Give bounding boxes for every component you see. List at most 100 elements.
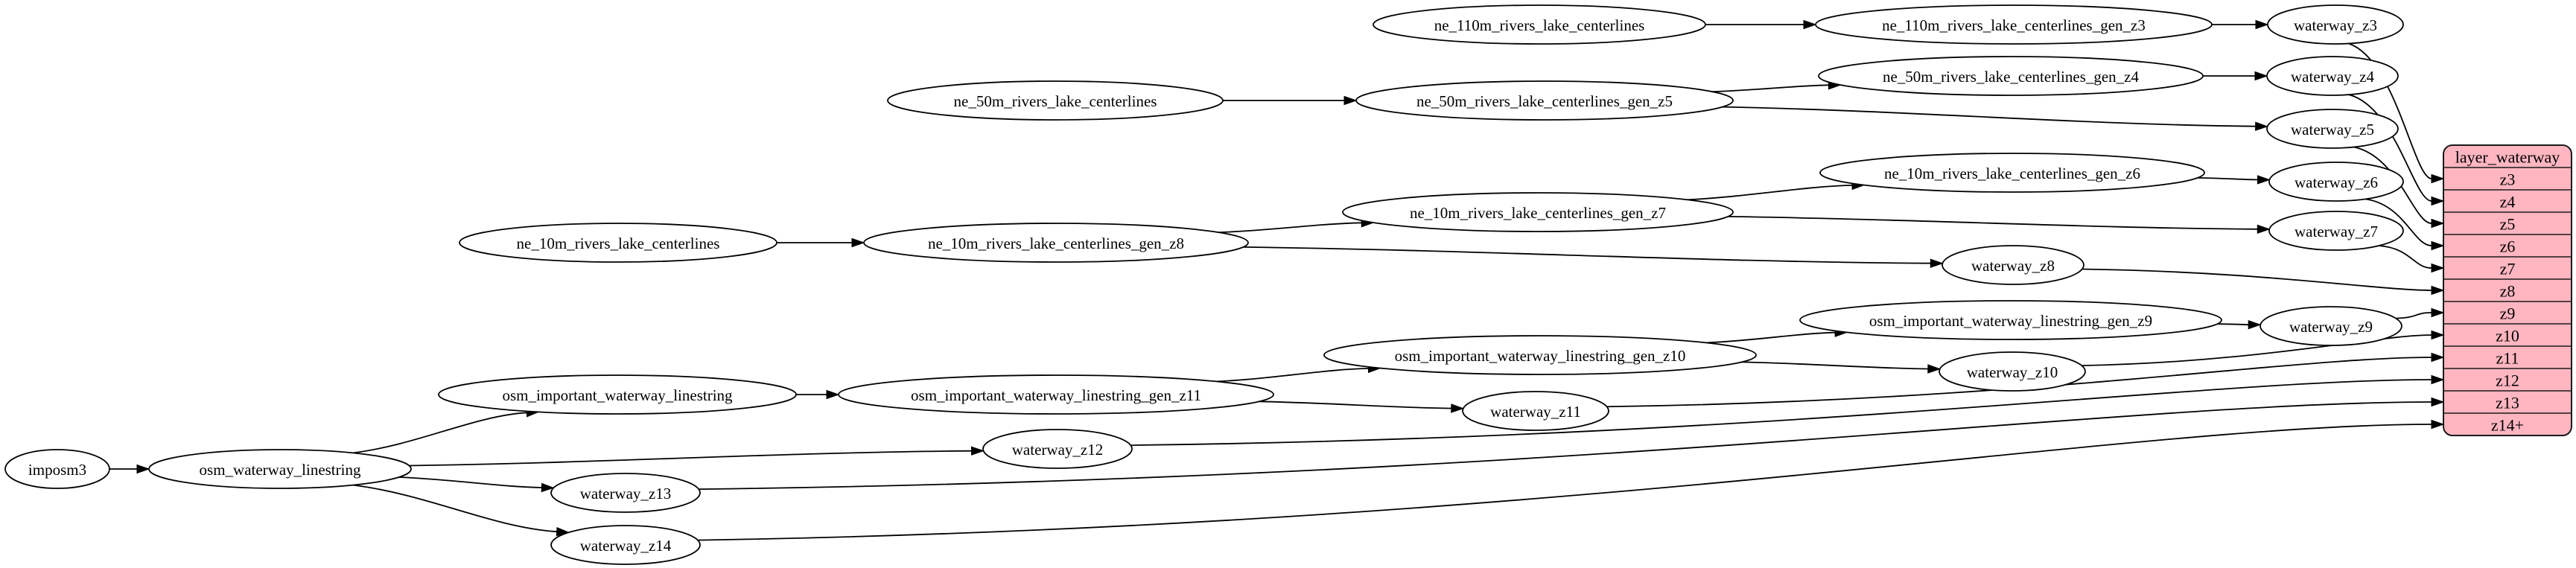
node-shape: [438, 374, 797, 415]
edge-osm-important-waterway-linestring-gen-z11-to-osm-important-waterway-linestring-gen-z10: [1216, 368, 1369, 383]
edge-waterway-z4-to-record-z4: [2349, 94, 2432, 202]
arrowhead-icon: [2255, 121, 2269, 131]
record-row-z7: z7: [2500, 260, 2516, 278]
node-label: waterway_z8: [1971, 257, 2055, 275]
node-ne-50m-rivers-lake-centerlines: ne_50m_rivers_lake_centerlines: [887, 80, 1224, 121]
node-label: ne_10m_rivers_lake_centerlines_gen_z8: [928, 234, 1184, 252]
node-osm-important-waterway-linestring-gen-z9: osm_important_waterway_linestring_gen_z9: [1799, 300, 2222, 340]
edge-waterway-z3-to-record-z3: [2348, 42, 2432, 179]
edge-waterway-z6-to-record-z6: [2365, 198, 2432, 246]
arrowhead-icon: [2431, 263, 2445, 273]
arrowhead-icon: [2254, 71, 2268, 81]
node-shape: [2266, 56, 2399, 96]
arrowhead-icon: [2431, 397, 2445, 407]
arrowhead-icon: [2255, 19, 2269, 30]
edge-osm-waterway-linestring-to-waterway-z13: [398, 476, 542, 488]
arrowhead-icon: [2431, 352, 2445, 363]
edge-osm-waterway-linestring-to-waterway-z14: [353, 484, 557, 533]
arrowhead-icon: [2257, 224, 2271, 234]
edge-waterway-z9-to-record-z9: [2396, 312, 2432, 319]
node-shape: [1342, 192, 1734, 232]
node-label: ne_10m_rivers_lake_centerlines: [517, 234, 720, 252]
node-waterway-z9: waterway_z9: [2259, 306, 2402, 346]
node-shape: [2266, 109, 2399, 149]
node-shape: [887, 80, 1224, 121]
arrowhead-icon: [1927, 364, 1941, 374]
node-imposm3: imposm3: [4, 449, 110, 489]
node-shape: [459, 223, 777, 263]
edge-waterway-z14-to-record-z14plus: [697, 424, 2432, 541]
node-osm-important-waterway-linestring-gen-z11: osm_important_waterway_linestring_gen_z1…: [838, 374, 1274, 415]
node-ne-50m-rivers-lake-centerlines-gen-z5: ne_50m_rivers_lake_centerlines_gen_z5: [1355, 80, 1734, 121]
node-label: ne_50m_rivers_lake_centerlines_gen_z4: [1883, 68, 2140, 86]
record-row-z6: z6: [2500, 237, 2516, 256]
arrowhead-icon: [2431, 374, 2445, 385]
node-shape: [838, 374, 1274, 415]
node-label: waterway_z7: [2294, 223, 2378, 240]
edge-waterway-z13-to-record-z13: [699, 401, 2432, 490]
arrowhead-icon: [2248, 319, 2262, 330]
node-shape: [148, 449, 412, 489]
edge-ne-10m-rivers-lake-centerlines-gen-z6-to-waterway-z6: [2197, 177, 2258, 181]
edge-osm-waterway-linestring-to-waterway-z12: [409, 450, 972, 467]
arrowhead-icon: [2431, 218, 2445, 229]
node-shape: [1815, 4, 2213, 45]
record-row-z5: z5: [2500, 215, 2516, 234]
arrowhead-icon: [1343, 95, 1358, 106]
arrowhead-icon: [136, 464, 150, 474]
arrowhead-icon: [826, 389, 840, 400]
node-label: imposm3: [28, 461, 86, 479]
node-shape: [550, 525, 701, 565]
arrowhead-icon: [1451, 403, 1465, 413]
node-ne-10m-rivers-lake-centerlines-gen-z7: ne_10m_rivers_lake_centerlines_gen_z7: [1342, 192, 1734, 232]
record-row-z10: z10: [2496, 327, 2519, 345]
edge-waterway-z11-to-record-z11: [1606, 357, 2432, 408]
node-shape: [863, 223, 1249, 263]
node-label: waterway_z3: [2294, 16, 2377, 34]
arrowhead-icon: [2431, 285, 2445, 296]
node-shape: [2268, 211, 2404, 251]
node-label: ne_10m_rivers_lake_centerlines_gen_z6: [1884, 165, 2140, 182]
record-row-z9: z9: [2500, 304, 2516, 323]
node-waterway-z3: waterway_z3: [2267, 4, 2404, 45]
node-shape: [2267, 4, 2404, 45]
node-osm-waterway-linestring: osm_waterway_linestring: [148, 449, 412, 489]
edge-ne-10m-rivers-lake-centerlines-gen-z8-to-waterway-z8: [1243, 246, 1931, 264]
node-waterway-z5: waterway_z5: [2266, 109, 2399, 149]
node-label: osm_important_waterway_linestring_gen_z9: [1869, 312, 2152, 330]
node-label: osm_waterway_linestring: [200, 461, 361, 479]
edge-osm-important-waterway-linestring-gen-z9-to-waterway-z9: [2217, 323, 2249, 326]
node-label: waterway_z12: [1012, 441, 1103, 459]
edge-ne-10m-rivers-lake-centerlines-gen-z8-to-ne-10m-rivers-lake-centerlines-gen-z7: [1218, 222, 1362, 234]
edge-ne-10m-rivers-lake-centerlines-gen-z7-to-waterway-z7: [1728, 216, 2258, 230]
node-label: waterway_z11: [1490, 403, 1581, 421]
node-shape: [1355, 80, 1734, 121]
node-waterway-z12: waterway_z12: [982, 429, 1133, 469]
node-shape: [1462, 391, 1609, 431]
node-label: waterway_z13: [580, 485, 671, 502]
edge-ne-50m-rivers-lake-centerlines-gen-z5-to-waterway-z5: [1722, 106, 2256, 127]
node-shape: [1818, 56, 2204, 96]
node-label: ne_110m_rivers_lake_centerlines: [1434, 16, 1645, 34]
record-row-z3: z3: [2500, 170, 2516, 189]
record-row-z12: z12: [2496, 371, 2519, 390]
arrowhead-icon: [2431, 330, 2445, 340]
node-label: ne_50m_rivers_lake_centerlines_gen_z5: [1416, 92, 1673, 110]
node-waterway-z13: waterway_z13: [550, 473, 701, 513]
node-label: waterway_z4: [2291, 68, 2374, 86]
node-osm-important-waterway-linestring-gen-z10: osm_important_waterway_linestring_gen_z1…: [1323, 335, 1757, 375]
record-layer-waterway: layer_waterwayz3z4z5z6z7z8z9z10z11z12z13…: [2443, 144, 2572, 436]
arrowhead-icon: [971, 446, 985, 456]
node-ne-110m-rivers-lake-centerlines-gen-z3: ne_110m_rivers_lake_centerlines_gen_z3: [1815, 4, 2213, 45]
arrowhead-icon: [851, 237, 865, 248]
node-waterway-z11: waterway_z11: [1462, 391, 1609, 431]
node-shape: [2268, 162, 2404, 202]
node-ne-10m-rivers-lake-centerlines-gen-z8: ne_10m_rivers_lake_centerlines_gen_z8: [863, 223, 1249, 263]
arrowhead-icon: [2431, 196, 2445, 206]
edge-ne-50m-rivers-lake-centerlines-gen-z5-to-ne-50m-rivers-lake-centerlines-gen-z4: [1712, 84, 1829, 92]
node-shape: [1323, 335, 1757, 375]
node-ne-50m-rivers-lake-centerlines-gen-z4: ne_50m_rivers_lake_centerlines_gen_z4: [1818, 56, 2204, 96]
node-shape: [1939, 351, 2086, 392]
arrowhead-icon: [1803, 19, 1817, 30]
